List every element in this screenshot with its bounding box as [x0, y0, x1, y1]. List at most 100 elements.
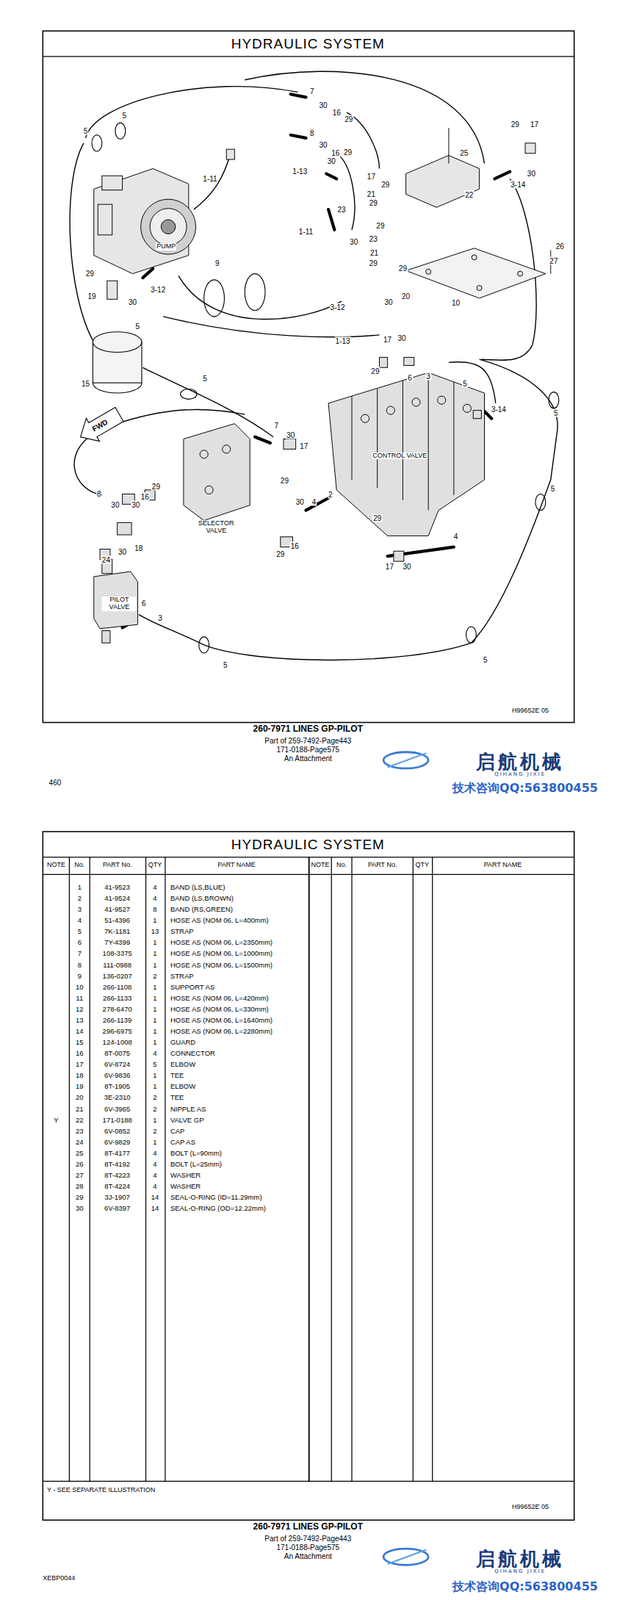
callout-number: 29 — [151, 482, 161, 491]
callout-number: 16 — [332, 107, 342, 117]
item-number: 23 — [75, 1126, 84, 1135]
page-code: XEBP0044 — [42, 1574, 75, 1583]
watermark-logo — [387, 752, 427, 767]
hose-line — [336, 153, 355, 230]
callout-number: 29 — [372, 514, 382, 523]
part-number: 8T-1905 — [104, 1082, 131, 1091]
part-name: BAND (LS,BLUE) — [170, 883, 225, 891]
quantity: 1 — [152, 1038, 157, 1046]
valve-block — [426, 268, 432, 274]
hose-line — [85, 86, 299, 139]
item-number: 8 — [77, 960, 82, 969]
part-number: 8T-4223 — [104, 1171, 131, 1179]
hose-end — [494, 171, 510, 180]
part-name: HOSE AS (NOM 06, L=420mm) — [170, 993, 269, 1002]
part-number: 7K-1181 — [104, 927, 131, 936]
quantity: 1 — [152, 960, 157, 969]
page-frame — [351, 857, 352, 1482]
selector-valve-drawing — [222, 445, 231, 454]
caption-line: 260-7971 LINES GP-PILOT — [253, 1521, 363, 1532]
part-number: 8T-4192 — [104, 1160, 131, 1168]
drawing-number: H99652E 05 — [511, 707, 549, 715]
callout-number: 7 — [273, 421, 280, 430]
part-number: 278-6470 — [102, 1005, 133, 1013]
part-name: BOLT (L=25mm) — [170, 1160, 222, 1168]
quantity: 14 — [151, 1204, 160, 1212]
callout-number: 27 — [548, 257, 559, 266]
part-name: VALVE GP — [170, 1115, 205, 1124]
hose-end — [326, 174, 337, 180]
callout-number: 16 — [330, 149, 341, 158]
item-number: 10 — [75, 982, 84, 991]
column-header: NOTE — [47, 861, 66, 869]
page-frame — [42, 55, 574, 57]
callout-number: 3-14 — [490, 404, 507, 413]
quantity: 4 — [152, 1049, 157, 1057]
control-valve-drawing — [361, 414, 370, 423]
callout-number: 30 — [526, 169, 537, 178]
callout-number: 30 — [295, 498, 305, 507]
callout-number: 5 — [121, 110, 128, 119]
direction-arrow — [74, 403, 127, 449]
watermark-logo — [387, 1549, 427, 1564]
strap-loop — [204, 279, 225, 317]
callout-number: 5 — [462, 379, 468, 388]
valve-block — [525, 143, 536, 154]
strap-loop — [548, 392, 559, 409]
hose-line — [138, 359, 558, 660]
callout-number: 30 — [348, 237, 359, 247]
drawing-number: H99652E 05 — [511, 1503, 549, 1511]
callout-number: 29 — [375, 221, 385, 230]
callout-number: 26 — [555, 241, 565, 250]
column-header: QTY — [148, 861, 163, 869]
valve-block — [471, 254, 477, 261]
part-name: NIPPLE AS — [170, 1104, 207, 1113]
watermark: 技术咨询QQ:563800455 — [452, 782, 598, 796]
quantity: 1 — [152, 1082, 157, 1091]
caption-line: 171-0188-Page575 — [276, 1542, 340, 1551]
quantity: 1 — [152, 1137, 157, 1146]
part-number: 6V-3965 — [104, 1104, 131, 1113]
part-number: 136-0207 — [102, 971, 133, 980]
callout-number: 8 — [309, 128, 316, 137]
part-name: HOSE AS (NOM 06, L=2350mm) — [170, 938, 273, 947]
item-number: 3 — [77, 905, 82, 914]
part-label: CONTROL VALVE — [371, 452, 428, 460]
pump-drawing — [160, 219, 175, 234]
item-number: 14 — [75, 1027, 84, 1035]
callout-number: 29 — [275, 549, 285, 558]
part-number: 266-1108 — [102, 982, 132, 991]
callout-number: 9 — [214, 259, 221, 268]
control-valve-drawing — [328, 372, 485, 536]
quantity: 4 — [152, 1182, 157, 1190]
callout-number: 30 — [383, 298, 393, 307]
caption: 260-7971 LINES GP-PILOT — [253, 724, 363, 734]
hose-end — [254, 437, 271, 443]
callout-number: 30 — [117, 547, 128, 557]
part-number: 6V-8724 — [104, 1060, 131, 1068]
part-name: HOSE AS (NOM 06, L=400mm) — [170, 916, 269, 925]
callout-number: 6 — [406, 373, 413, 382]
item-number: 11 — [75, 993, 84, 1002]
part-name: HOSE AS (NOM 06, L=1500mm) — [170, 960, 273, 969]
control-valve-drawing — [437, 395, 446, 404]
callout-number: 30 — [401, 561, 412, 570]
caption-line: 171-0188-Page575 — [276, 745, 340, 754]
caption-line: Part of 259-7492-Page443 — [264, 1533, 352, 1542]
pump-drawing — [141, 199, 197, 255]
strap-loop — [91, 122, 559, 653]
quantity: 1 — [152, 1027, 157, 1035]
valve-block — [406, 127, 551, 299]
pilot-valve-drawing — [102, 630, 111, 644]
callout-number: 8 — [96, 489, 103, 499]
item-number: 24 — [75, 1137, 84, 1146]
part-label: PILOT VALVE — [102, 596, 137, 612]
part-name: TEE — [170, 1093, 184, 1102]
control-valve-drawing — [379, 356, 388, 368]
strap-loop — [466, 626, 477, 643]
watermark: QIHANG JIXIE — [494, 1568, 546, 1575]
page-frame — [42, 831, 574, 1520]
part-name: CAP — [170, 1126, 186, 1135]
callout-number: 29 — [370, 367, 380, 376]
